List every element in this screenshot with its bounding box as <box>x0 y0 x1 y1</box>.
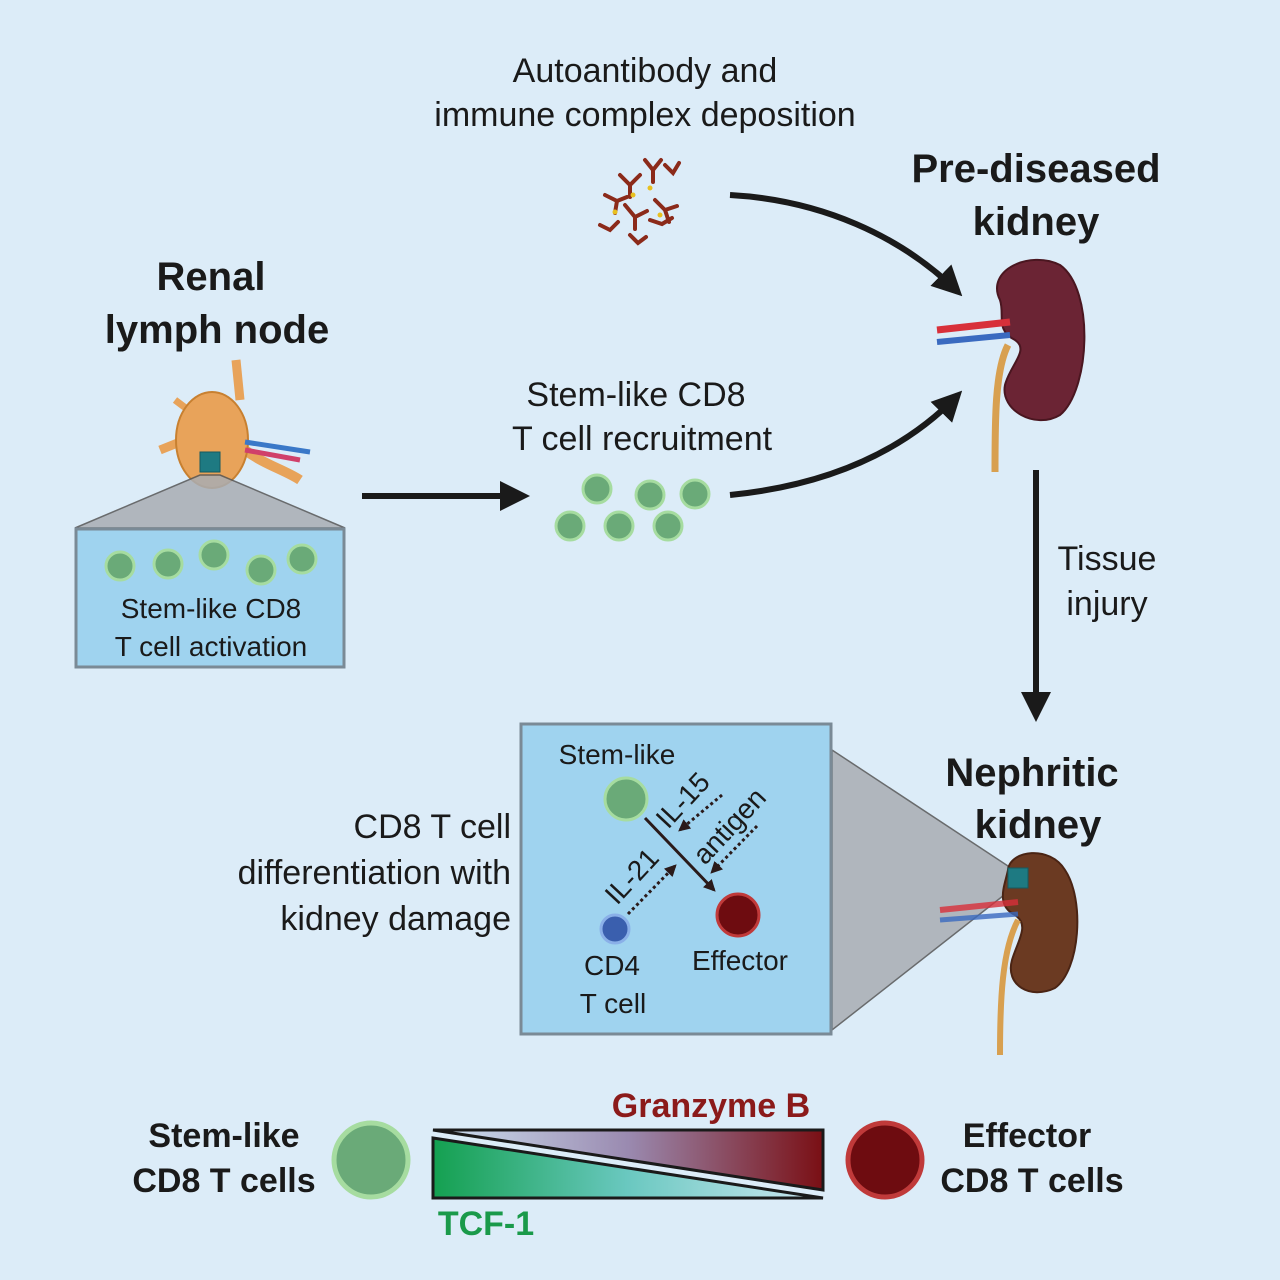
il21-arrow <box>626 864 677 916</box>
stem-cells-recruitment <box>554 473 711 542</box>
cd4-label-line1: CD4 <box>584 950 640 981</box>
lymph-node-title-line2: lymph node <box>105 308 329 352</box>
lymph-node-icon <box>158 359 311 489</box>
stem-cell <box>152 548 184 580</box>
stem-cell <box>679 478 711 510</box>
antigen-arrow <box>710 824 759 874</box>
pre-diseased-title-line1: Pre-diseased <box>911 147 1160 191</box>
deposition-label-line1: Autoantibody and <box>513 52 778 90</box>
deposition-arrow <box>729 192 963 297</box>
activation-label-line2: T cell activation <box>115 631 307 662</box>
tcf1-label: TCF-1 <box>438 1205 534 1243</box>
stem-cell <box>554 510 586 542</box>
injury-label-line2: injury <box>1066 585 1147 623</box>
stem-cell <box>581 473 613 505</box>
antibody-cluster-icon <box>598 158 681 246</box>
stem-cell <box>245 554 277 586</box>
granzyme-b-label: Granzyme B <box>612 1087 810 1125</box>
cd4-t-cell <box>599 913 631 945</box>
differentiation-arrow <box>643 816 716 892</box>
effector-cell <box>715 892 761 938</box>
stem-cell <box>198 539 230 571</box>
differentiation-label-line2: differentiation with <box>238 854 511 892</box>
tcf1-gradient <box>431 1136 824 1200</box>
deposition-label-line2: immune complex deposition <box>434 96 855 134</box>
legend-stem-cell <box>331 1120 411 1200</box>
pre-diseased-kidney-icon <box>936 259 1086 473</box>
differentiation-label-line3: kidney damage <box>280 900 511 938</box>
lymph-node-title-line1: Renal <box>157 255 266 299</box>
legend-stem-line1: Stem-like <box>148 1117 299 1155</box>
recruitment-label-line2: T cell recruitment <box>512 420 773 458</box>
legend-effector-cell <box>845 1120 925 1200</box>
cd4-label-line2: T cell <box>580 988 646 1019</box>
differentiation-panel <box>519 722 833 1036</box>
nephritic-kidney-icon <box>939 852 1079 1056</box>
stem-cell <box>286 543 318 575</box>
stem-cell <box>104 550 136 582</box>
legend-stem-line2: CD8 T cells <box>132 1162 315 1200</box>
inset-stem-label: Stem-like <box>559 739 676 770</box>
stem-cell <box>634 479 666 511</box>
effector-label: Effector <box>692 945 788 976</box>
stem-cell <box>652 510 684 542</box>
stem-like-cell <box>603 776 649 822</box>
differentiation-label-line1: CD8 T cell <box>354 808 511 846</box>
pre-diseased-title-line2: kidney <box>973 200 1100 244</box>
stem-cell <box>603 510 635 542</box>
nephritic-title-line1: Nephritic <box>945 751 1118 795</box>
recruitment-to-kidney-arrow <box>729 390 963 498</box>
legend-effector-line1: Effector <box>963 1117 1091 1155</box>
recruitment-label-line1: Stem-like CD8 <box>526 376 745 414</box>
stem-cells-activation <box>104 539 318 586</box>
nephritic-title-line2: kidney <box>975 803 1102 847</box>
injury-label-line1: Tissue <box>1058 540 1157 578</box>
legend-effector-line2: CD8 T cells <box>940 1162 1123 1200</box>
activation-label-line1: Stem-like CD8 <box>121 593 301 624</box>
granzyme-b-gradient <box>432 1128 825 1192</box>
